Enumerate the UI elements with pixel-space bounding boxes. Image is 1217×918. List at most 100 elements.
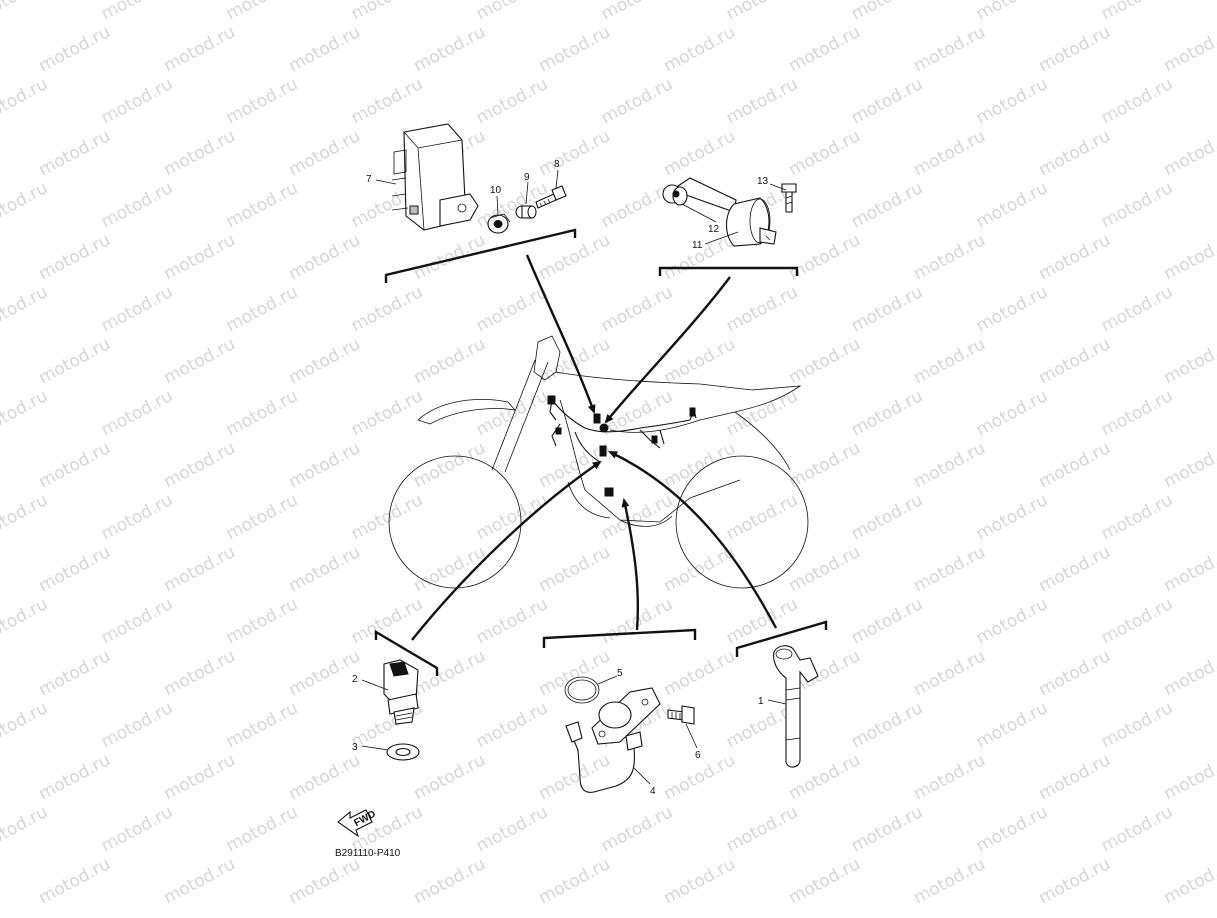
ignition-coil[interactable] [670, 177, 777, 247]
watermark-text: motod.ru [1160, 854, 1217, 908]
harness-branch-rear [639, 429, 665, 449]
coil-cap-part-12[interactable] [662, 184, 688, 206]
watermark-text: motod.ru [598, 282, 676, 336]
watermark-text: motod.ru [410, 750, 488, 804]
watermark-text: motod.ru [973, 74, 1051, 128]
watermark-text: motod.ru [160, 22, 238, 76]
watermark-text: motod.ru [348, 74, 426, 128]
watermark-text: motod.ru [473, 802, 551, 856]
watermark-text: motod.ru [973, 698, 1051, 752]
bolt-part-8[interactable] [535, 185, 567, 209]
watermark-text: motod.ru [723, 802, 801, 856]
spark-plug-cap-part-1[interactable] [773, 645, 819, 768]
watermark-text: motod.ru [410, 646, 488, 700]
watermark-text: motod.ru [1098, 802, 1176, 856]
watermark-text: motod.ru [535, 542, 613, 596]
watermark-text: motod.ru [785, 542, 863, 596]
watermark-text: motod.ru [0, 698, 51, 752]
watermark-text: motod.ru [660, 230, 738, 284]
bolt-part-13[interactable] [781, 183, 797, 213]
temperature-sensor[interactable] [383, 659, 419, 725]
watermark-text: motod.ru [285, 542, 363, 596]
watermark-text: motod.ru [848, 698, 926, 752]
watermark-text: motod.ru [223, 386, 301, 440]
watermark-text: motod.ru [660, 22, 738, 76]
callout-3: 3 [352, 742, 358, 753]
watermark-text: motod.ru [598, 802, 676, 856]
watermark-text: motod.ru [1098, 594, 1176, 648]
callout-9: 9 [524, 172, 530, 183]
watermark-text: motod.ru [35, 126, 113, 180]
watermark-text: motod.ru [285, 334, 363, 388]
callout-5: 5 [617, 668, 623, 679]
watermark-text: motod.ru [973, 802, 1051, 856]
callout-13: 13 [757, 176, 769, 187]
o-ring-part-5[interactable] [564, 676, 600, 704]
frame [559, 399, 741, 523]
rear-wheel [675, 455, 809, 589]
callout-10: 10 [490, 185, 502, 196]
watermark-text: motod.ru [0, 0, 51, 24]
watermark-text: motod.ru [285, 750, 363, 804]
callout-8: 8 [554, 159, 560, 170]
watermark-text: motod.ru [285, 22, 363, 76]
collar-part[interactable] [515, 205, 537, 219]
watermark-text: motod.ru [1160, 646, 1217, 700]
watermark-text: motod.ru [223, 178, 301, 232]
watermark-text: motod.ru [598, 74, 676, 128]
watermark-text: motod.ru [473, 74, 551, 128]
watermark-text: motod.ru [473, 594, 551, 648]
watermark-text: motod.ru [1035, 126, 1113, 180]
watermark-text: motod.ru [1035, 854, 1113, 908]
watermark-text: motod.ru [910, 854, 988, 908]
bolt-part-6[interactable] [667, 705, 695, 725]
watermark-text: motod.ru [473, 0, 551, 24]
watermark-text: motod.ru [98, 74, 176, 128]
watermark-text: motod.ru [35, 854, 113, 908]
callout-2: 2 [352, 674, 358, 685]
watermark-text: motod.ru [848, 282, 926, 336]
watermark-text: motod.ru [598, 490, 676, 544]
callout-12: 12 [708, 224, 720, 235]
watermark-text: motod.ru [1098, 386, 1176, 440]
watermark-text: motod.ru [1098, 178, 1176, 232]
front-forks [491, 359, 549, 473]
watermark-text: motod.ru [1160, 542, 1217, 596]
watermark-text: motod.ru [1160, 126, 1217, 180]
watermark-text: motod.ru [785, 126, 863, 180]
watermark-text: motod.ru [410, 230, 488, 284]
watermark-text: motod.ru [535, 646, 613, 700]
watermark-text: motod.ru [348, 282, 426, 336]
watermark-text: motod.ru [1098, 0, 1176, 24]
watermark-text: motod.ru [35, 646, 113, 700]
watermark-text: motod.ru [348, 0, 426, 24]
watermark-text: motod.ru [160, 334, 238, 388]
watermark-text: motod.ru [910, 646, 988, 700]
watermark-text: motod.ru [973, 386, 1051, 440]
watermark-text: motod.ru [785, 334, 863, 388]
watermark-text: motod.ru [785, 22, 863, 76]
watermark-text: motod.ru [660, 646, 738, 700]
watermark-text: motod.ru [35, 334, 113, 388]
watermark-text: motod.ru [973, 594, 1051, 648]
ecu-unit[interactable] [391, 123, 479, 231]
pressure-sensor-part-4[interactable] [565, 687, 661, 793]
watermark-text: motod.ru [160, 854, 238, 908]
watermark-text: motod.ru [535, 230, 613, 284]
watermark-text: motod.ru [35, 542, 113, 596]
washer-part-3[interactable] [386, 743, 420, 761]
watermark-text: motod.ru [160, 438, 238, 492]
watermark-text: motod.ru [473, 490, 551, 544]
watermark-text: motod.ru [535, 750, 613, 804]
watermark-text: motod.ru [785, 438, 863, 492]
watermark-text: motod.ru [848, 490, 926, 544]
watermark-text: motod.ru [98, 178, 176, 232]
watermark-text: motod.ru [723, 0, 801, 24]
grommet-part[interactable] [487, 213, 511, 234]
watermark-text: motod.ru [1098, 74, 1176, 128]
leader-ecu [525, 254, 596, 414]
watermark-text: motod.ru [1160, 22, 1217, 76]
exhaust-pipe [567, 481, 611, 519]
